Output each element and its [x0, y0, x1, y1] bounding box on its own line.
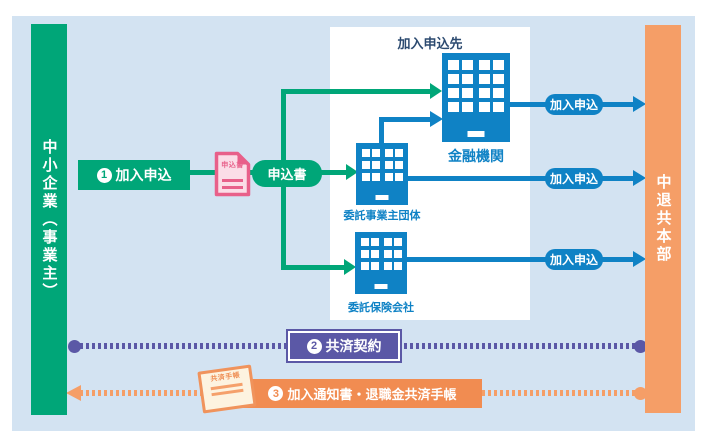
kyosai-techo-doc-icon: 共済手帳: [197, 364, 257, 414]
step1-join-application-label: 1 加入申込: [78, 160, 190, 190]
entrusted-insurance-company-building-icon: [355, 232, 407, 294]
blue-arrowhead-org-to-bank: [430, 111, 443, 127]
step2-number-badge: 2: [306, 338, 322, 354]
blue-arrowhead-2: [633, 170, 646, 186]
bank-building-icon: [442, 53, 510, 142]
step3-number-badge: 3: [268, 386, 284, 401]
doc-text-line: [211, 388, 244, 397]
step3-notification-label: 3 加入通知書・退職金共済手帳: [243, 379, 482, 408]
doc-text-line: [222, 179, 243, 182]
destination-box-title: 加入申込先: [397, 36, 463, 51]
document-shape: [214, 151, 251, 197]
step3-label-text: 加入通知書・退職金共済手帳: [287, 387, 457, 402]
notification-line-right-dot: [634, 387, 647, 400]
application-form-doc-icon: 申込書: [214, 151, 251, 197]
green-flow-line-bottom: [281, 265, 344, 270]
contract-line-right-dot: [634, 340, 647, 353]
blue-line-org-to-honbu: [407, 176, 633, 181]
chutaikyo-honbu-label: 中退共本部: [654, 174, 672, 264]
blue-elbow-horizontal: [379, 117, 430, 122]
blue-line-insurance-to-honbu: [407, 257, 633, 262]
application-form-pill: 申込書: [252, 160, 322, 187]
kyosai-techo-doc-title: 共済手帳: [210, 372, 241, 384]
entrusted-insurance-company-label: 委託保険会社: [348, 302, 414, 314]
entrusted-employer-org-label: 委託事業主団体: [343, 210, 421, 222]
blue-arrowhead-1: [633, 96, 646, 112]
step1-label-text: 加入申込: [115, 167, 172, 183]
blue-elbow-vertical: [379, 117, 384, 143]
building-door: [467, 131, 485, 137]
bank-label: 金融機関: [448, 148, 504, 164]
join-application-pill-2: 加入申込: [545, 168, 603, 189]
building-door: [375, 195, 389, 200]
green-arrowhead-to-bank: [430, 83, 442, 99]
join-application-pill-1: 加入申込: [545, 94, 603, 115]
green-arrowhead-to-insurance-co: [344, 259, 356, 275]
step2-label-text: 共済契約: [325, 338, 382, 354]
green-flow-line-top: [281, 89, 430, 94]
doc-text-line: [222, 186, 243, 189]
application-form-doc-title: 申込書: [221, 162, 244, 169]
step1-number-badge: 1: [96, 167, 112, 183]
smb-employer-label: 中小企業（事業主）: [40, 138, 58, 301]
green-arrowhead-to-employer-org: [346, 164, 358, 180]
chutaikyo-honbu-bar: 中退共本部: [645, 25, 681, 413]
smb-employer-bar: 中小企業（事業主）: [31, 24, 67, 415]
building-door: [374, 284, 388, 289]
step2-mutual-aid-contract-label: 2 共済契約: [288, 331, 400, 361]
entrusted-employer-org-building-icon: [356, 143, 408, 205]
join-application-pill-3: 加入申込: [545, 249, 603, 270]
orange-arrowhead-to-employer: [66, 385, 81, 401]
blue-arrowhead-3: [633, 251, 646, 267]
contract-line-left-dot: [68, 340, 81, 353]
